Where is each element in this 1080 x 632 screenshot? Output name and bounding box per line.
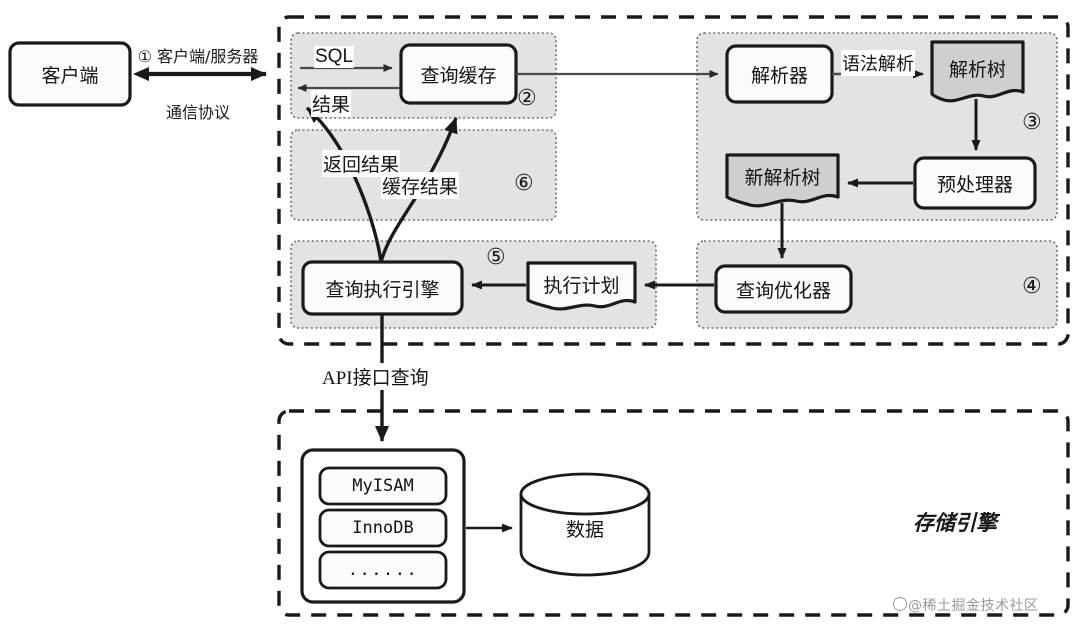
preprocessor-label: 预处理器 <box>936 173 1013 196</box>
edge-label-sql: SQL <box>314 46 355 68</box>
engine-item-label-0: MyISAM <box>352 476 414 496</box>
preprocessor-box <box>913 156 1037 210</box>
step-badge-6: ⑥ <box>514 171 534 196</box>
engine-item-box-1 <box>318 508 448 548</box>
query-cache-label: 查询缓存 <box>420 64 497 87</box>
parser-label: 解析器 <box>750 64 808 87</box>
new-parse-tree-label: 新解析树 <box>744 166 821 189</box>
parse-tree-label: 解析树 <box>948 58 1006 81</box>
storage-container-border <box>277 409 1070 617</box>
watermark-text: @稀土掘金技术社区 <box>908 598 1039 614</box>
engine-item-box-2 <box>318 550 448 590</box>
edge-engine-to-result <box>305 106 383 263</box>
client-label: 客户端 <box>41 64 99 87</box>
engine-item-label-2: ...... <box>347 560 419 580</box>
parse-tree-shape <box>930 40 1025 103</box>
query-optimizer-label: 查询优化器 <box>735 279 831 302</box>
step-badge-5: ⑤ <box>486 245 506 270</box>
step-badge-2: ② <box>517 86 537 111</box>
step-badge-4: ④ <box>1022 274 1042 299</box>
edge-label-cache-result: 缓存结果 <box>381 172 460 199</box>
server-container-border <box>277 15 1070 346</box>
engine-item-box-0 <box>318 466 448 506</box>
data-cylinder-shape <box>519 472 651 577</box>
step-badge-3: ③ <box>1022 110 1042 135</box>
edge-label-syntax-parse: 语法解析 <box>841 50 915 76</box>
new-parse-tree-shape <box>725 153 840 208</box>
edge-label-return-result: 返回结果 <box>322 150 401 177</box>
edge-label-result: 结果 <box>311 90 352 117</box>
edge-engine-to-cache-result <box>379 117 458 263</box>
watermark-icon <box>893 597 907 611</box>
client-box <box>8 41 132 107</box>
query-optimizer-box <box>714 264 853 314</box>
exec-plan-label: 执行计划 <box>543 274 620 297</box>
data-label: 数据 <box>565 518 604 541</box>
exec-plan-shape <box>526 261 637 311</box>
engine-item-label-1: InnoDB <box>352 518 414 538</box>
query-exec-engine-label: 查询执行引擎 <box>325 278 440 301</box>
edge-label-api-query: API接口查询 <box>321 363 430 390</box>
